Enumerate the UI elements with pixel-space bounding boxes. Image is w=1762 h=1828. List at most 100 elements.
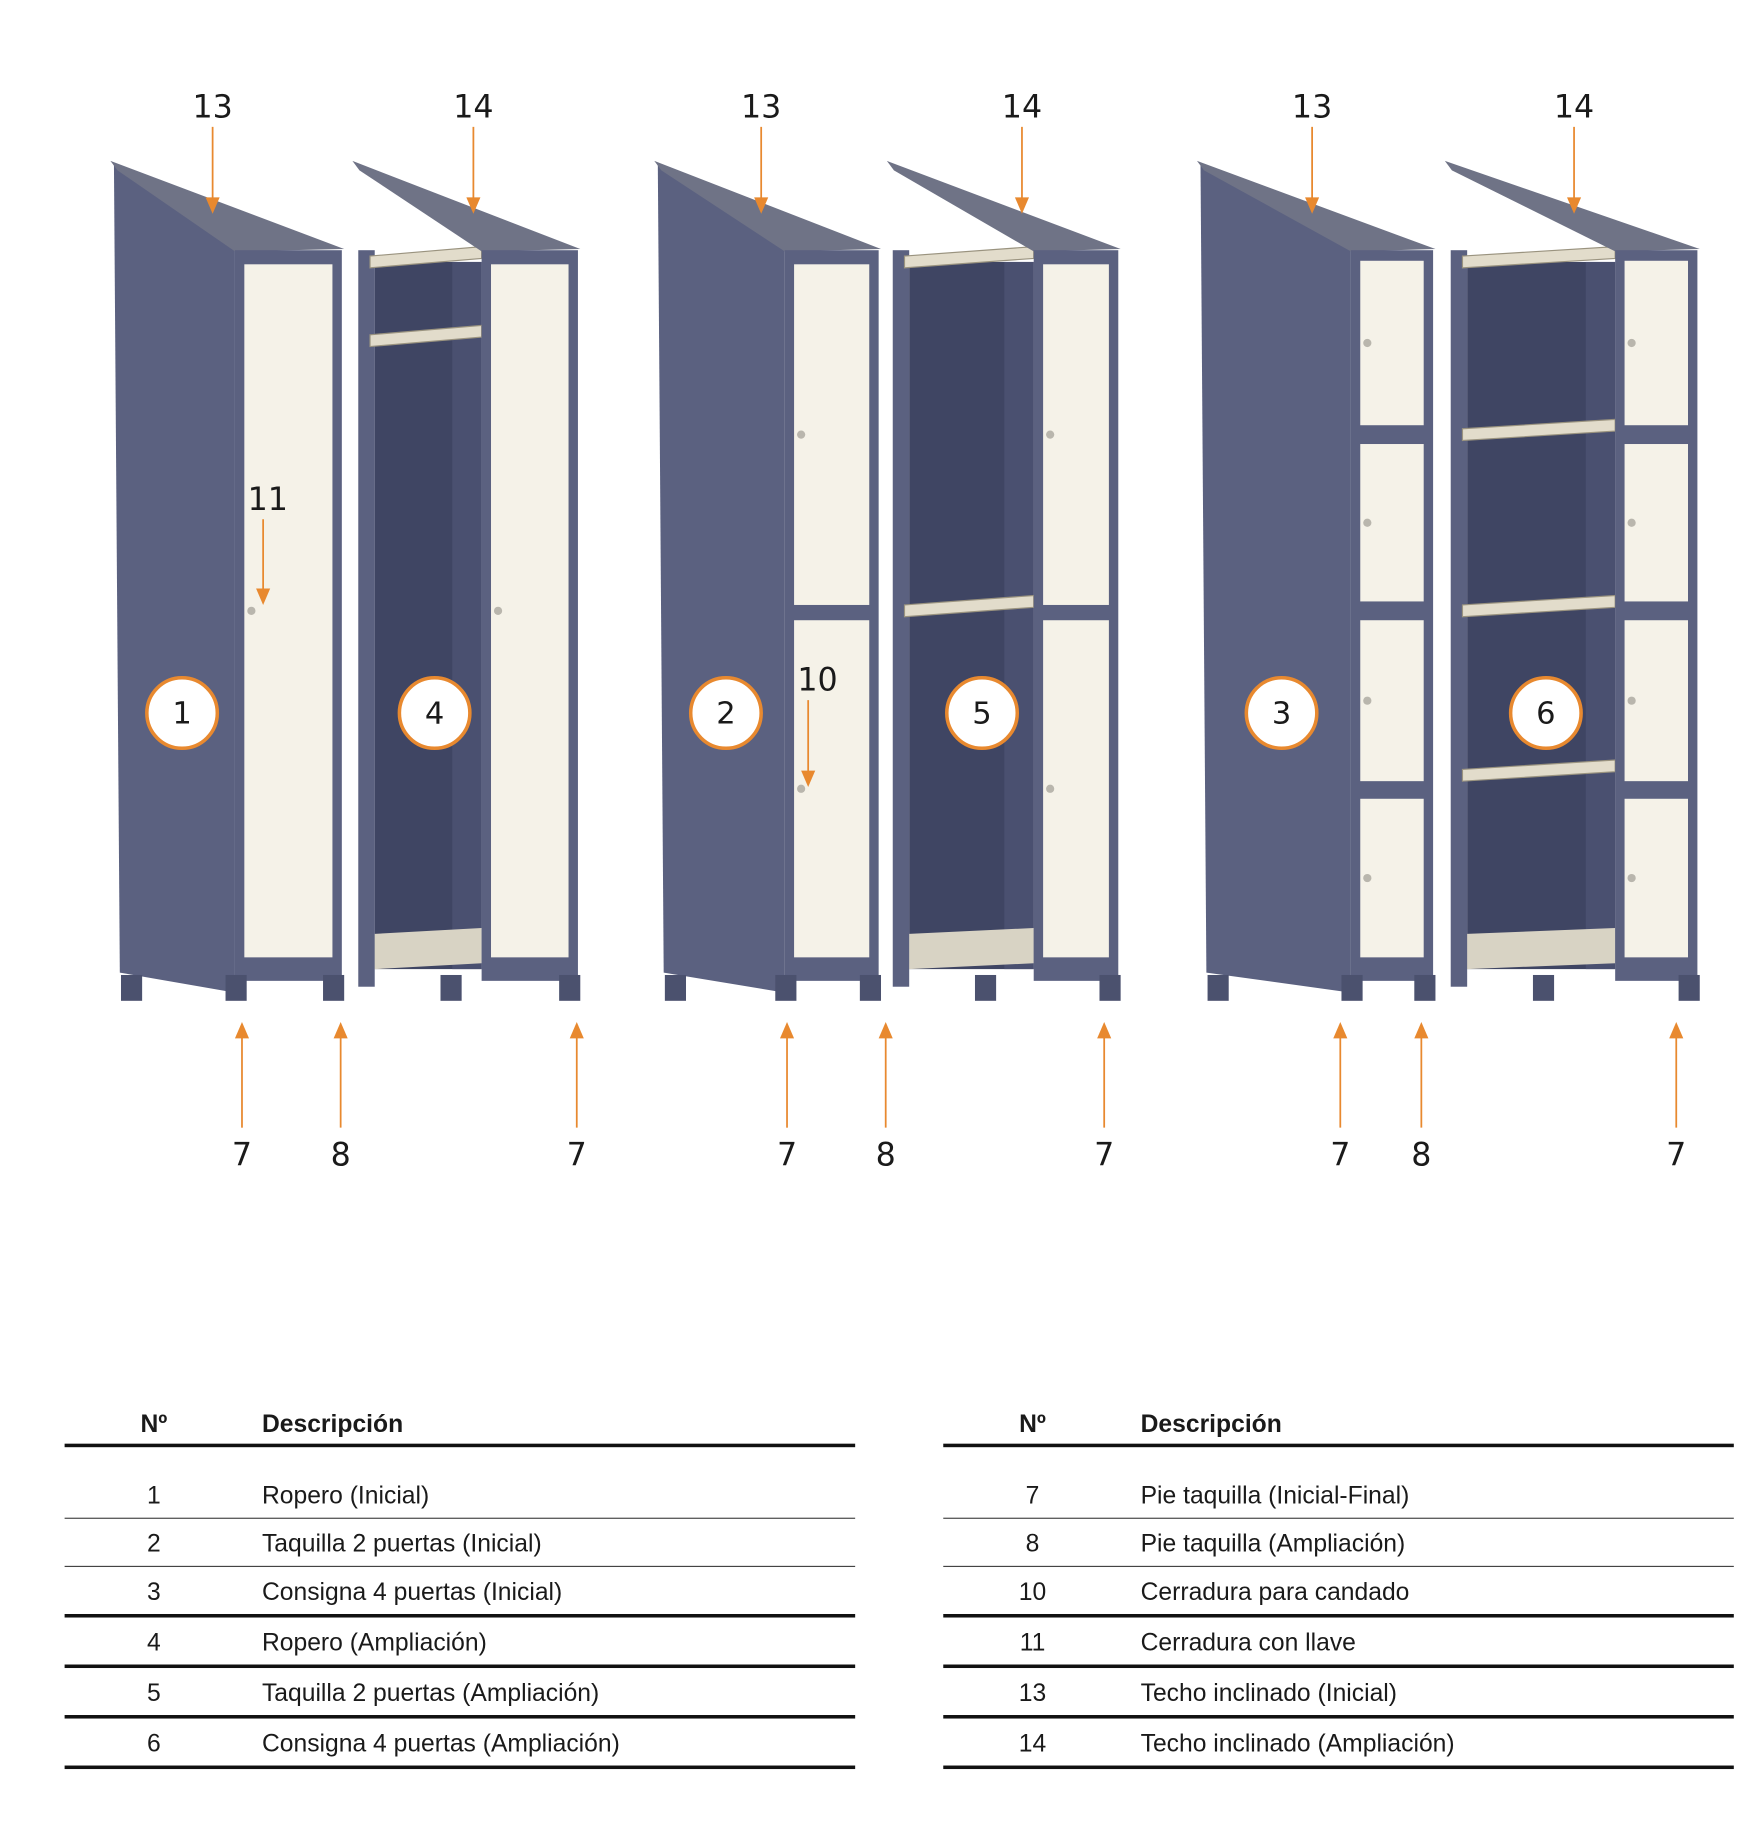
lock-icon (1363, 696, 1372, 705)
unit-number-label: 1 (172, 697, 191, 732)
lock-icon (1627, 518, 1636, 527)
lock-icon (797, 784, 806, 793)
row-num: 14 (1018, 1730, 1047, 1758)
door (794, 264, 870, 605)
callout-roof-arrow-icon (1014, 197, 1030, 214)
door (244, 264, 333, 958)
locker-unit-5: 5 (886, 160, 1121, 1001)
table-row: 10 Cerradura para candado (943, 1567, 1734, 1618)
callout-roof-arrow-icon (466, 197, 481, 214)
leg (440, 974, 462, 1001)
callout-foot-arrow-icon (878, 1021, 893, 1039)
unit-number-circle (397, 676, 472, 751)
row-desc: Ropero (Ampliación) (261, 1629, 487, 1657)
header-desc: Descripción (261, 1410, 404, 1438)
leg (974, 974, 997, 1001)
callout-foot-label: 7 (567, 1137, 587, 1173)
row-desc: Taquilla 2 puertas (Inicial) (261, 1530, 542, 1558)
leg (1099, 974, 1121, 1001)
locker-unit-4: 4 (352, 160, 581, 1001)
callout-roof-label: 13 (741, 89, 781, 125)
callout-roof-label: 14 (1002, 89, 1042, 125)
sloped-roof (886, 160, 1121, 252)
callout-roof-arrow-icon (1305, 197, 1320, 214)
callout-foot-arrow-icon (1669, 1021, 1684, 1039)
callout-roof-label: 14 (1554, 89, 1594, 125)
row-num: 8 (1025, 1530, 1040, 1558)
leg (1414, 974, 1436, 1001)
callout-foot-arrow-icon (1097, 1021, 1112, 1039)
header-desc: Descripción (1140, 1410, 1282, 1438)
callout-foot-arrow-icon (333, 1021, 348, 1039)
callout-foot-arrow-icon (1333, 1021, 1348, 1039)
row-num: 1 (147, 1482, 161, 1510)
row-desc: Techo inclinado (Inicial) (1140, 1679, 1398, 1707)
sloped-roof (110, 160, 345, 252)
unit-number-label: 5 (972, 697, 991, 732)
row-num: 6 (147, 1730, 161, 1758)
callout-padlock-label: 10 (797, 663, 837, 699)
table-header: Nº Descripción (64, 1404, 856, 1448)
locker-unit-2: 2 (654, 160, 882, 1001)
leg (559, 974, 581, 1001)
locker-unit-6: 6 (1444, 160, 1700, 1001)
row-desc: Pie taquilla (Inicial-Final) (1140, 1482, 1410, 1510)
row-desc: Consigna 4 puertas (Ampliación) (261, 1730, 620, 1758)
callout-foot-arrow-icon (234, 1021, 250, 1039)
callout-roof-arrow-icon (205, 197, 220, 214)
row-desc: Consigna 4 puertas (Inicial) (261, 1578, 563, 1606)
lock-icon (493, 606, 503, 615)
table-header: Nº Descripción (943, 1404, 1734, 1448)
floor-shelf (1467, 927, 1616, 970)
door (491, 264, 569, 958)
frame-left (1450, 250, 1468, 987)
unit-number-circle (1508, 676, 1583, 751)
row-desc: Cerradura con llave (1140, 1629, 1356, 1657)
callout-roof-label: 14 (453, 89, 493, 125)
leg (859, 974, 882, 1001)
callout-foot-label: 8 (331, 1137, 351, 1173)
lock-icon (1627, 873, 1636, 883)
callout-foot-label: 8 (1411, 1137, 1431, 1173)
leg (1341, 974, 1363, 1001)
locker-unit-1: 1 (110, 160, 345, 1001)
table-row: 2 Taquilla 2 puertas (Inicial) (64, 1519, 856, 1568)
unit-number-circle (145, 676, 220, 751)
callout-roof-label: 13 (1292, 89, 1332, 125)
interior-side (1004, 261, 1034, 970)
frame-left (892, 250, 910, 987)
lock-icon (797, 430, 806, 439)
row-desc: Taquilla 2 puertas (Ampliación) (261, 1679, 600, 1707)
row-num: 3 (147, 1578, 161, 1606)
unit-number-circle (1244, 676, 1319, 751)
unit-number-label: 3 (1272, 697, 1291, 732)
lock-icon (1046, 784, 1055, 793)
interior-side (1585, 261, 1616, 970)
row-num: 13 (1018, 1679, 1047, 1707)
floor-shelf (374, 927, 482, 970)
side-panel (113, 164, 235, 993)
leg (1207, 974, 1229, 1001)
row-num: 2 (147, 1530, 161, 1558)
callout-foot-label: 7 (777, 1137, 797, 1173)
row-desc: Cerradura para candado (1140, 1578, 1410, 1606)
callout-roof-arrow-icon (1567, 197, 1582, 214)
callout-foot-label: 7 (1094, 1137, 1114, 1173)
sloped-roof (1196, 160, 1436, 252)
sloped-roof (654, 160, 882, 252)
side-panel (1200, 164, 1351, 993)
callout-foot-arrow-icon (569, 1021, 584, 1039)
lock-icon (1046, 430, 1055, 439)
leg (323, 974, 345, 1001)
callout-foot-label: 7 (232, 1137, 252, 1173)
row-num: 10 (1018, 1578, 1047, 1606)
locker-unit-3: 3 (1196, 160, 1436, 1001)
